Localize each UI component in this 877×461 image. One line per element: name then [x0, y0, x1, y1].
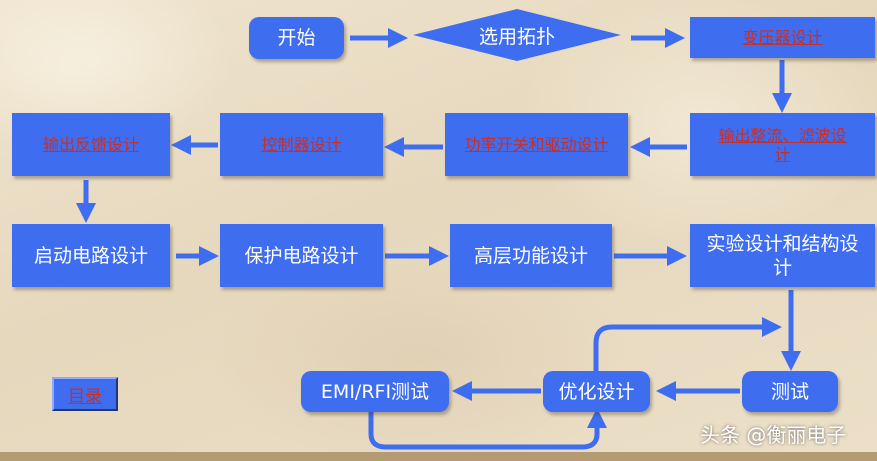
- catalog-button[interactable]: 目录: [52, 377, 118, 411]
- catalog-link[interactable]: 目录: [68, 386, 102, 407]
- output-rectifier-filter-link[interactable]: 输出整流、滤波设计: [718, 125, 847, 164]
- protection-circuit-label: 保护电路设计: [244, 244, 359, 267]
- advanced-function-node: 高层功能设计: [450, 224, 612, 287]
- arrow-emi-loop-to-optimize: [368, 408, 607, 450]
- transformer-design-node[interactable]: 变压器设计: [690, 17, 875, 58]
- experiment-structure-label: 实验设计和结构设计: [706, 232, 859, 279]
- power-switch-drive-node[interactable]: 功率开关和驱动设计: [445, 113, 628, 176]
- experiment-structure-node: 实验设计和结构设计: [690, 224, 875, 287]
- watermark-text: 头条 @衡丽电子: [700, 423, 847, 447]
- power-switch-drive-link[interactable]: 功率开关和驱动设计: [464, 135, 609, 154]
- emi-rfi-test-label: EMI/RFI测试: [320, 380, 430, 403]
- start-node: 开始: [249, 17, 344, 59]
- bottom-band: [0, 452, 877, 461]
- optimize-node: 优化设计: [543, 371, 650, 412]
- test-label: 测试: [770, 380, 809, 403]
- arrow-optimize-loop-to-test: [593, 317, 782, 373]
- protection-circuit-node: 保护电路设计: [220, 224, 383, 287]
- transformer-design-link[interactable]: 变压器设计: [742, 28, 823, 47]
- start-label: 开始: [277, 27, 316, 49]
- advanced-function-label: 高层功能设计: [473, 244, 588, 267]
- test-node: 测试: [742, 371, 838, 412]
- select-topology-label: 选用拓扑: [478, 25, 555, 48]
- startup-circuit-node: 启动电路设计: [12, 224, 170, 287]
- select-topology-node: 选用拓扑: [412, 8, 622, 62]
- controller-design-node[interactable]: 控制器设计: [220, 113, 383, 176]
- output-feedback-link[interactable]: 输出反馈设计: [42, 135, 139, 154]
- startup-circuit-label: 启动电路设计: [33, 244, 148, 267]
- emi-rfi-test-node: EMI/RFI测试: [301, 371, 449, 412]
- controller-design-link[interactable]: 控制器设计: [261, 135, 342, 154]
- diamond-shape: [413, 9, 621, 61]
- optimize-label: 优化设计: [558, 380, 635, 403]
- output-rectifier-filter-node[interactable]: 输出整流、滤波设计: [690, 113, 875, 176]
- output-feedback-node[interactable]: 输出反馈设计: [12, 113, 170, 176]
